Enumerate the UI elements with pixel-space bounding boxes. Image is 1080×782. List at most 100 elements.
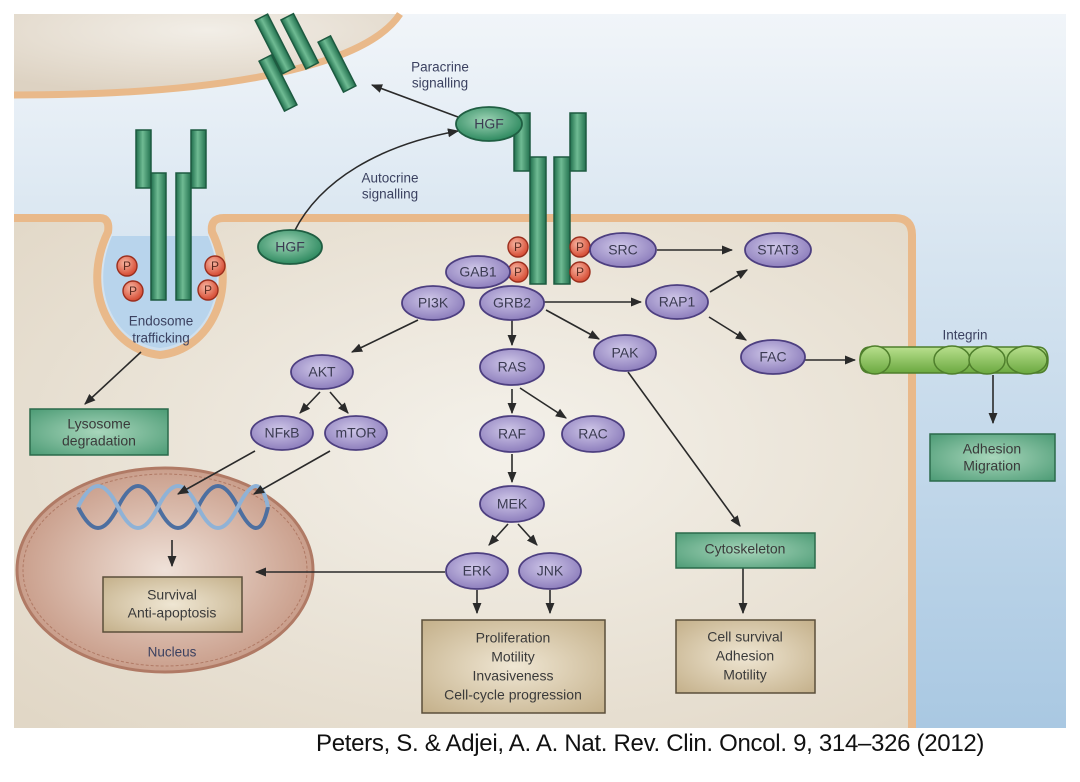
phosphate-label: P: [514, 265, 522, 279]
arrow-nfkb-dna: [177, 450, 256, 495]
receptor-endosome: [135, 129, 207, 301]
node-shape: [324, 415, 388, 451]
arrow-rap1-fac: [708, 316, 747, 341]
node-label: SRC: [608, 242, 638, 258]
motility-text: Motility: [491, 649, 535, 665]
survival-text: Survival: [147, 587, 197, 603]
node-shape: [445, 255, 511, 289]
phosphate-icon: P: [204, 255, 226, 277]
citation: Peters, S. & Adjei, A. A. Nat. Rev. Clin…: [316, 730, 985, 757]
paracrine-label-2: signalling: [412, 76, 468, 91]
arrow-pak-cytoskeleton: [627, 371, 741, 527]
node-src: SRC: [589, 232, 657, 268]
phosphate-circle: [204, 255, 226, 277]
met-receptor: [513, 112, 587, 285]
node-shape: [740, 339, 806, 375]
phosphate-icon: P: [116, 255, 138, 277]
node-shape: [401, 285, 465, 321]
node-label: GAB1: [459, 264, 497, 280]
paracrine-label: Paracrine: [411, 60, 469, 75]
phosphate-circle: [116, 255, 138, 277]
node-pak: PAK: [593, 334, 657, 372]
phosphate-icon: P: [569, 261, 591, 283]
arrow-grb2-pak: [545, 309, 600, 340]
node-label: AKT: [308, 364, 336, 380]
arrow-ras-rac: [519, 387, 567, 419]
node-ras: RAS: [479, 348, 545, 386]
arrow-paracrine: [370, 84, 459, 118]
cell-adhesion-text: Adhesion: [716, 648, 774, 664]
node-label: RAS: [498, 359, 527, 375]
arrow-pi3k-akt: [350, 319, 419, 353]
phosphate-label: P: [211, 259, 219, 273]
node-label: ERK: [463, 563, 492, 579]
arrow-mek-jnk: [517, 523, 538, 546]
node-nfkb: NFκB: [250, 415, 314, 451]
node-label: JNK: [537, 563, 564, 579]
phosphate-label: P: [576, 240, 584, 254]
arrow-endosome-lysosome: [84, 351, 142, 405]
cytoskeleton-text: Cytoskeleton: [705, 541, 786, 557]
node-label: mTOR: [336, 425, 377, 441]
migration-text: Migration: [963, 458, 1021, 474]
phosphate-icon: P: [122, 280, 144, 302]
phosphate-icon: P: [507, 236, 529, 258]
receptor-neighbour: [254, 12, 357, 113]
cell-membrane: [14, 214, 916, 728]
arrow-autocrine: [293, 128, 460, 233]
node-shape: [445, 552, 509, 590]
node-gab1: GAB1: [445, 255, 511, 289]
survival-box: Survival Anti-apoptosis: [102, 576, 243, 633]
node-label: STAT3: [757, 242, 799, 258]
node-label: GRB2: [493, 295, 531, 311]
adhesion-text: Adhesion: [963, 441, 1021, 457]
cell-survival-text: Cell survival: [707, 629, 782, 645]
adhesion-migration-box: Adhesion Migration: [929, 433, 1056, 482]
lysosome-text-2: degradation: [62, 433, 136, 449]
node-label: HGF: [275, 239, 305, 255]
node-label: HGF: [474, 116, 504, 132]
node-jnk: JNK: [518, 552, 582, 590]
anti-apoptosis-text: Anti-apoptosis: [128, 605, 217, 621]
node-mtor: mTOR: [324, 415, 388, 451]
node-shape: [479, 415, 545, 453]
node-grb2: GRB2: [479, 285, 545, 321]
integrin: [859, 345, 1049, 375]
phosphate-icon: P: [507, 261, 529, 283]
lysosome-box: Lysosome degradation: [29, 408, 169, 456]
node-label: RAF: [498, 426, 526, 442]
node-shape: [250, 415, 314, 451]
node-shape: [593, 334, 657, 372]
node-rac: RAC: [561, 415, 625, 453]
node-label: RAC: [578, 426, 608, 442]
endosome-label-2: trafficking: [132, 331, 190, 346]
node-label: PI3K: [418, 295, 449, 311]
node-label: FAC: [759, 349, 786, 365]
node-shape: [257, 229, 323, 265]
proliferation-box: Proliferation Motility Invasiveness Cell…: [421, 619, 606, 714]
cytoskeleton-box: Cytoskeleton: [675, 532, 816, 569]
node-label: PAK: [612, 345, 640, 361]
node-shape: [479, 285, 545, 321]
node-shape: [561, 415, 625, 453]
autocrine-label: Autocrine: [361, 171, 418, 186]
phosphate-circle: [197, 279, 219, 301]
node-label: MEK: [497, 496, 528, 512]
autocrine-label-2: signalling: [362, 187, 418, 202]
phosphate-label: P: [204, 283, 212, 297]
arrow-mek-erk: [488, 523, 509, 546]
invasiveness-text: Invasiveness: [473, 668, 554, 684]
phosphate-label: P: [129, 284, 137, 298]
node-shape: [455, 106, 523, 142]
arrow-rap1-stat3: [709, 269, 748, 293]
phosphate-icon: P: [569, 236, 591, 258]
node-shape: [645, 284, 709, 320]
node-hgf-paracrine: HGF: [455, 106, 523, 142]
arrow-mtor-dna: [253, 450, 331, 495]
integrin-label: Integrin: [942, 328, 987, 343]
nucleus-inner-ring: [22, 473, 308, 667]
node-shape: [479, 485, 545, 523]
lysosome-text-1: Lysosome: [67, 416, 131, 432]
